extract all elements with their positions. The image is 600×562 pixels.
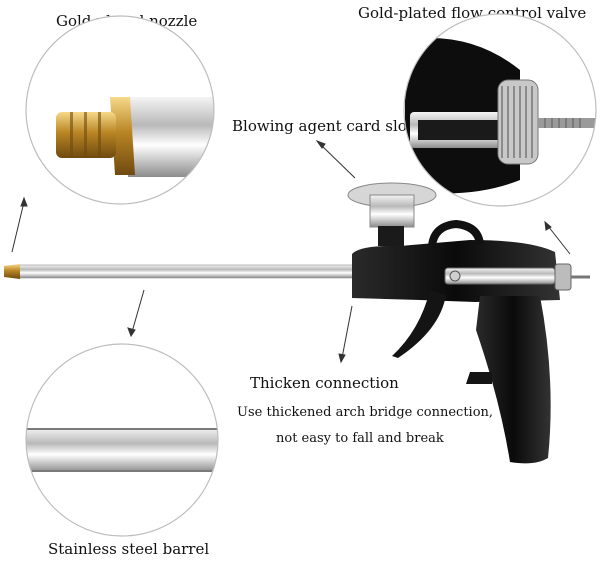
pointer-arrows [11, 139, 571, 364]
label-thicken-title: Thicken connection [250, 374, 399, 392]
label-thicken-line2: not easy to fall and break [276, 431, 444, 446]
label-thicken-line1: Use thickened arch bridge connection, [237, 405, 494, 420]
barrel-detail-circle [25, 343, 219, 537]
valve-detail-circle [403, 13, 597, 207]
label-valve: Gold-plated flow control valve [358, 4, 587, 22]
label-card-slot: Blowing agent card slot [232, 117, 413, 135]
foam-gun [4, 182, 590, 464]
label-barrel: Stainless steel barrel [48, 540, 210, 558]
nozzle-detail-circle [25, 15, 215, 205]
